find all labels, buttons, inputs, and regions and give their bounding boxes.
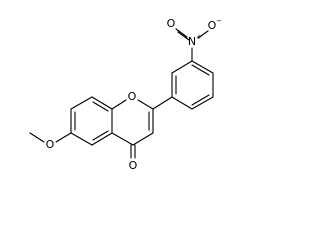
nitro-nitrogen-charge: + (196, 33, 202, 41)
bond (29, 132, 45, 143)
bond (191, 64, 210, 76)
chemical-structure: O O O N + O O − (29, 17, 222, 172)
nitro-oxygen-right-label: O (208, 19, 217, 32)
ring-oxygen-label: O (128, 90, 137, 103)
bond (70, 96, 93, 110)
bond (111, 99, 127, 110)
bond (191, 96, 214, 110)
bond (92, 101, 109, 112)
bond (171, 96, 193, 110)
bond (177, 31, 190, 41)
bond (152, 96, 173, 110)
bond (111, 132, 134, 146)
bond (91, 132, 113, 146)
bond (55, 132, 72, 143)
carbonyl-oxygen-label: O (129, 159, 138, 172)
bond (171, 60, 193, 74)
nitro-nitrogen-label: N (188, 35, 196, 48)
bond (191, 94, 210, 106)
bond (92, 130, 109, 141)
bond (137, 99, 154, 110)
bond (132, 132, 154, 146)
bond (191, 60, 214, 74)
atom-labels: O O O N + O O − (46, 17, 222, 172)
nitro-oxygen-right-charge: − (216, 17, 222, 25)
methoxy-oxygen-label: O (46, 138, 55, 151)
bond-set (29, 28, 214, 159)
nitro-oxygen-left-label: O (167, 17, 176, 30)
bond (91, 96, 113, 110)
bond (70, 132, 93, 146)
bond (175, 28, 188, 38)
bond (197, 30, 209, 39)
